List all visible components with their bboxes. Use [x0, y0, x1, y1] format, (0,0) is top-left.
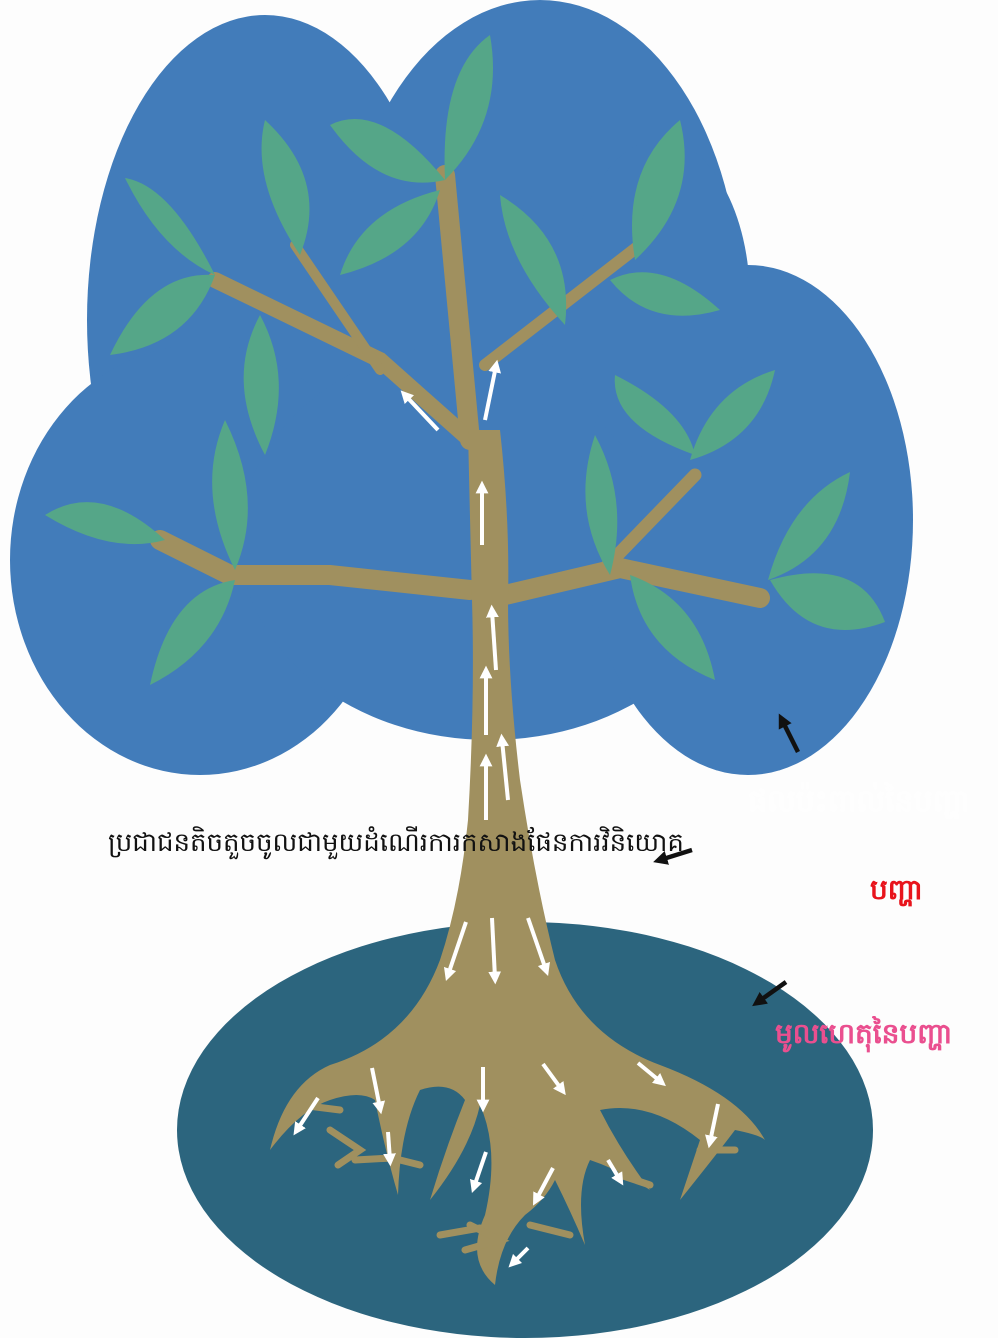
- black-arrow-icon: [653, 847, 693, 865]
- root-twigs: [296, 1101, 739, 1254]
- problem-label: បញ្ហា: [870, 873, 923, 906]
- white-arrow-icon: [293, 1096, 320, 1136]
- leaves: [45, 35, 885, 685]
- white-arrow-icon: [636, 1061, 666, 1087]
- black-arrow-icon: [778, 713, 801, 754]
- branches: [150, 165, 770, 608]
- white-arrow-icon: [532, 1167, 555, 1206]
- white-arrow-icon: [488, 917, 502, 985]
- white-arrow-icon: [606, 1158, 624, 1186]
- white-arrow-icon: [483, 359, 501, 421]
- white-arrow-icon: [508, 1246, 530, 1268]
- white-arrow-icon: [496, 733, 510, 801]
- white-arrow-icon: [443, 921, 468, 982]
- pointer-arrows: [653, 713, 801, 1007]
- white-arrow-icon: [400, 390, 440, 432]
- flow-arrows: [293, 359, 720, 1268]
- white-arrow-icon: [383, 1131, 396, 1167]
- main-statement-label: ប្រជាជនតិចតួចចូលជាមួយដំណើរការកសាងផែនការវ…: [108, 828, 684, 858]
- white-arrow-icon: [526, 917, 550, 977]
- white-arrow-icon: [541, 1062, 566, 1096]
- trunk: [270, 430, 765, 1285]
- root-causes-label: មូលហេតុនៃបញ្ហា: [775, 1017, 953, 1050]
- white-arrow-icon: [705, 1103, 720, 1149]
- black-arrow-icon: [752, 980, 788, 1007]
- effects-label: ផលប៉ះពាល់នៃបញ្ហា: [748, 784, 971, 819]
- white-arrow-icon: [486, 604, 499, 671]
- white-arrow-icon: [370, 1067, 386, 1115]
- white-arrow-icon: [470, 1151, 488, 1194]
